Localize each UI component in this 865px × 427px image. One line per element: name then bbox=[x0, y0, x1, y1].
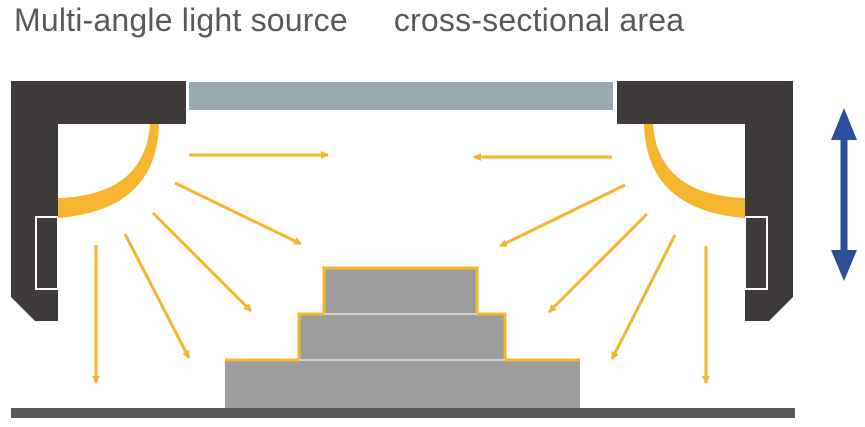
left-housing bbox=[11, 81, 186, 321]
right-sensor-outline bbox=[744, 216, 768, 290]
right-light-source bbox=[644, 124, 745, 218]
diagram-title: Multi-angle light source cross-sectional … bbox=[14, 2, 684, 39]
stepped-object bbox=[225, 266, 580, 408]
left-sensor-outline bbox=[35, 216, 59, 290]
base-plate bbox=[11, 408, 795, 418]
title-multi-angle-light-source: Multi-angle light source bbox=[14, 2, 348, 38]
vertical-adjust-arrow-icon bbox=[831, 108, 857, 281]
light-ray-right-3 bbox=[547, 212, 649, 314]
diffuser-plate bbox=[189, 82, 613, 110]
left-light-source bbox=[58, 124, 159, 218]
light-ray-right-4 bbox=[610, 234, 677, 360]
title-cross-sectional-area: cross-sectional area bbox=[393, 2, 685, 38]
right-housing bbox=[617, 81, 793, 321]
light-ray-left-3 bbox=[151, 211, 253, 313]
light-ray-right-2 bbox=[499, 183, 626, 248]
light-ray-left-4 bbox=[123, 233, 191, 359]
light-ray-left-2 bbox=[174, 181, 302, 246]
